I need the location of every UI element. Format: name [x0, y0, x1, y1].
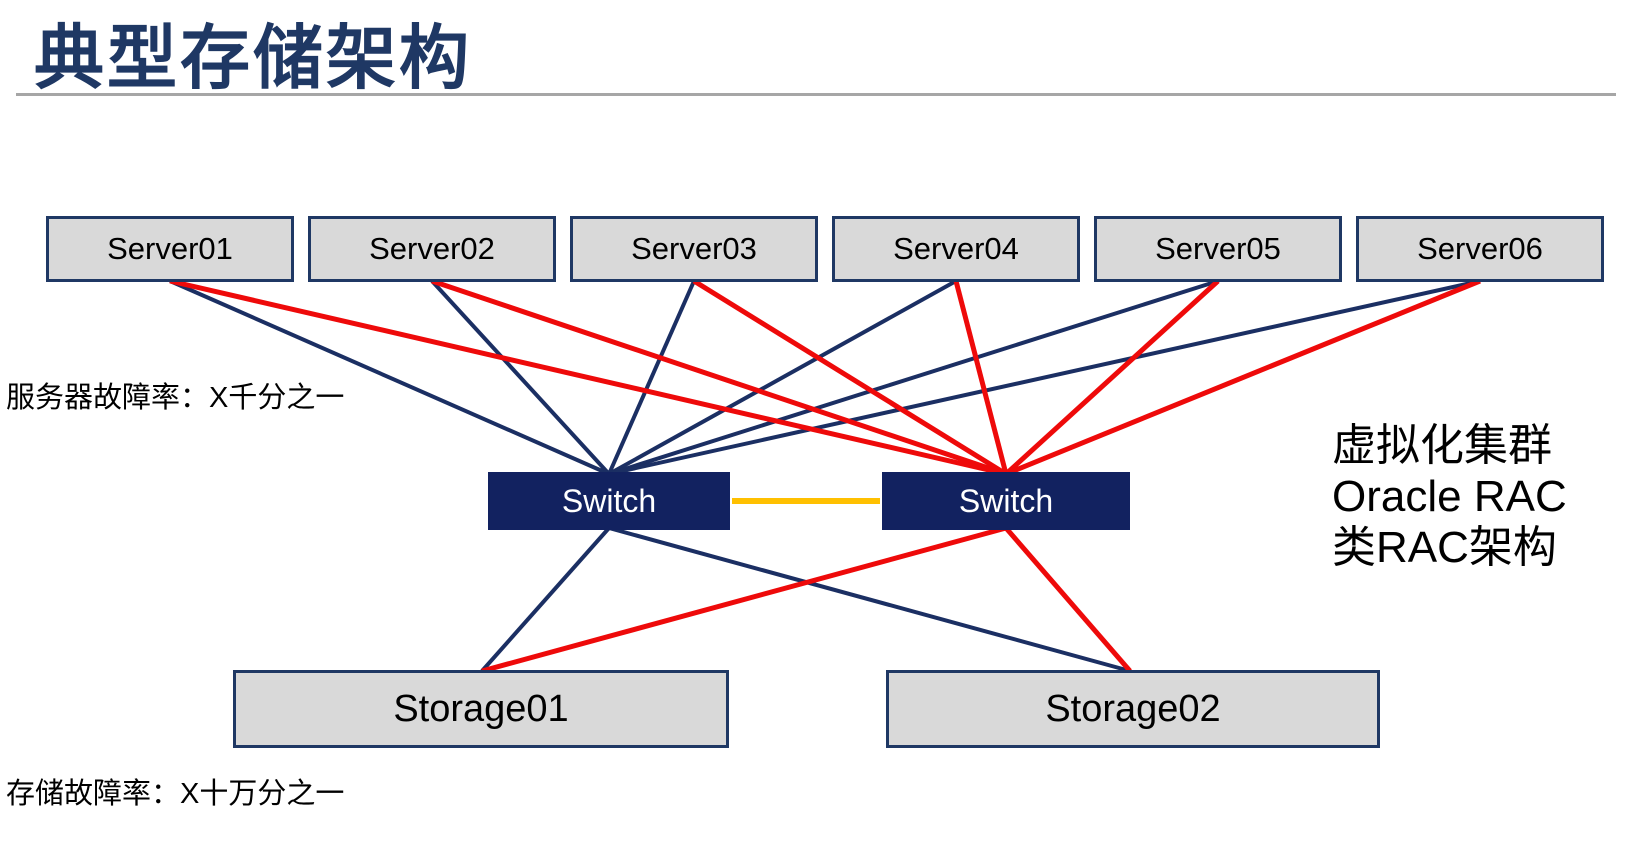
server-failure-note: 服务器故障率：X千分之一 — [6, 382, 345, 414]
server-node-2: Server02 — [308, 216, 556, 282]
server-node-3: Server03 — [570, 216, 818, 282]
annotation-line-2: Oracle RAC — [1332, 472, 1567, 521]
edge-server3-switchB — [692, 278, 1008, 477]
storage-node-2: Storage02 — [886, 670, 1380, 748]
edge-switchB-storage2 — [1004, 526, 1132, 673]
annotation-line-3: 类RAC架构 — [1332, 523, 1557, 572]
edge-switchB-storage1 — [481, 525, 1007, 674]
edge-switchA-storage2 — [608, 526, 1131, 673]
switch-node-right: Switch — [882, 472, 1130, 530]
storage-node-1: Storage01 — [233, 670, 729, 748]
server-node-1: Server01 — [46, 216, 294, 282]
edge-server1-switchA — [169, 279, 610, 476]
server-node-6: Server06 — [1356, 216, 1604, 282]
page-title: 典型存储架构 — [34, 19, 472, 97]
title-underline — [16, 93, 1616, 96]
server-node-5: Server05 — [1094, 216, 1342, 282]
edge-server6-switchA — [608, 279, 1481, 476]
edge-server5-switchB — [1004, 279, 1220, 476]
storage-failure-note: 存储故障率：X十万分之一 — [6, 778, 345, 810]
server-node-4: Server04 — [832, 216, 1080, 282]
edge-server4-switchB — [953, 280, 1009, 475]
cluster-annotation: 虚拟化集群 Oracle RAC 类RAC架构 — [1332, 420, 1567, 573]
edge-switchA-storage1 — [480, 526, 611, 673]
edge-server6-switchB — [1005, 278, 1481, 477]
edge-server2-switchB — [431, 278, 1007, 477]
edge-server4-switchA — [608, 279, 957, 476]
edge-server1-switchB — [169, 278, 1007, 477]
edge-server3-switchA — [607, 280, 696, 475]
switch-node-left: Switch — [488, 472, 730, 530]
annotation-line-1: 虚拟化集群 — [1332, 421, 1552, 470]
edge-server5-switchA — [608, 279, 1219, 476]
edge-server2-switchA — [430, 279, 611, 476]
